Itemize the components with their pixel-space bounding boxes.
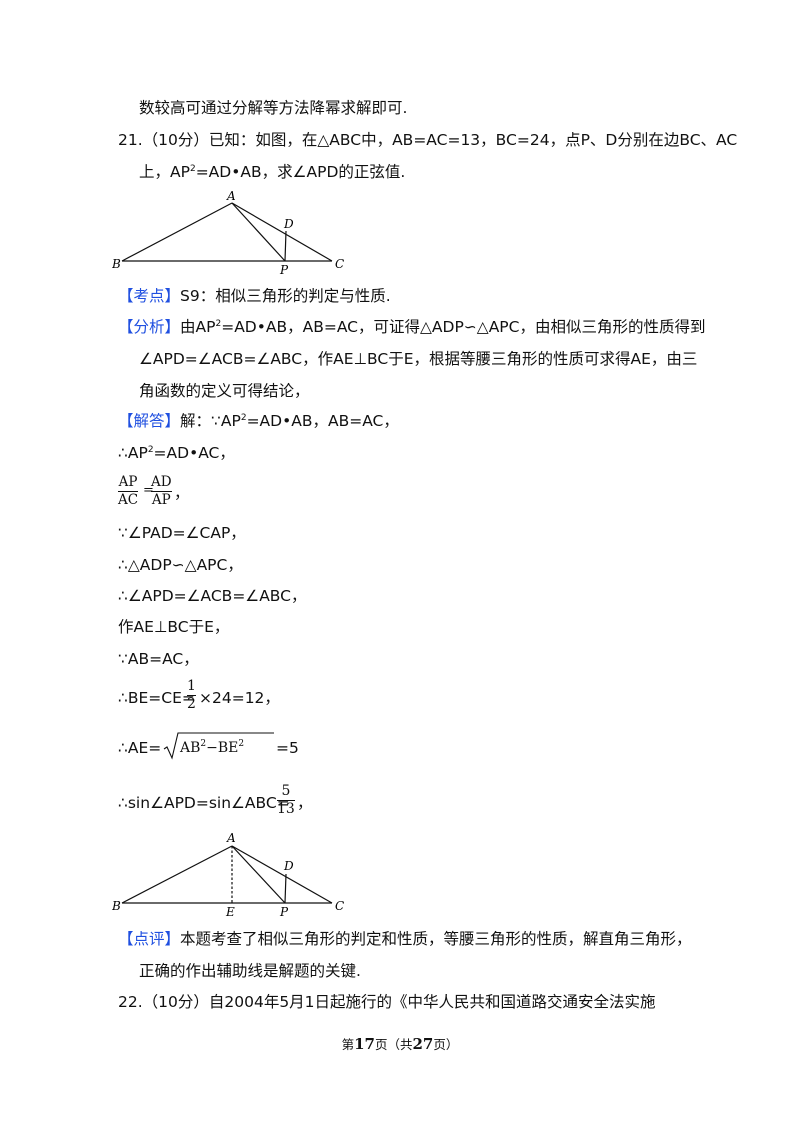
kaodian-line: 【考点】S9：相似三角形的判定与性质. (118, 287, 391, 305)
radical-sign (163, 732, 274, 760)
step-4: ∴△ADP∽△APC， (118, 556, 243, 574)
triangle-figure-2: A B C D E P (112, 831, 344, 919)
question-21-line-2: 上，AP2=AD•AB，求∠APD的正弦值. (139, 163, 406, 181)
question-21-line-1: 21.（10分）已知：如图，在△ABC中，AB=AC=13，BC=24，点P、D… (118, 131, 738, 149)
label-b: B (112, 899, 121, 913)
current-page: 17 (354, 1035, 375, 1053)
segment-ap (231, 845, 286, 904)
label-a: A (226, 831, 236, 845)
label-d: D (283, 859, 294, 873)
segment-pd (284, 230, 287, 262)
step-8-post: ×24=12， (199, 689, 280, 707)
label-p: P (279, 905, 289, 919)
step-8-pre: ∴BE=CE= (118, 689, 195, 707)
fenxi-line-2: ∠APD=∠ACB=∠ABC，作AE⊥BC于E，根据等腰三角形的性质可求得AE，… (139, 350, 698, 368)
fenxi-line-3: 角函数的定义可得结论， (139, 382, 310, 400)
step-7: ∵AB=AC， (118, 650, 199, 668)
comma: ， (174, 484, 190, 502)
equals-sign: = (143, 483, 154, 498)
segment-ap (231, 202, 286, 262)
step-10-post: ， (297, 794, 313, 812)
label-a: A (226, 189, 236, 203)
dianping-tag: 【点评】 (118, 930, 181, 948)
label-p: P (279, 263, 289, 277)
segment-ac (231, 202, 333, 262)
triangle-figure-1: A B C D P (112, 189, 344, 277)
total-pages: 27 (412, 1035, 434, 1053)
segment-ac (231, 845, 333, 904)
question-22-line: 22.（10分）自2004年5月1日起施行的《中华人民共和国道路交通安全法实施 (118, 993, 656, 1011)
step-10-pre: ∴sin∠APD=sin∠ABC= (118, 794, 290, 812)
step-6: 作AE⊥BC于E， (118, 618, 230, 636)
page-footer: 第17页（共27页） (341, 1035, 459, 1053)
label-d: D (283, 217, 294, 231)
fenxi-tag: 【分析】 (118, 318, 181, 336)
fenxi-line-1: 【分析】由AP2=AD•AB，AB=AC，可证得△ADP∽△APC，由相似三角形… (118, 318, 706, 336)
segment-ab (121, 202, 233, 262)
dianping-line-2: 正确的作出辅助线是解题的关键. (139, 962, 361, 980)
step-1: ∴AP2=AD•AC， (118, 444, 235, 462)
label-c: C (335, 257, 344, 271)
segment-pd (284, 873, 287, 904)
sqrt-content: AB2−BE2 (180, 739, 245, 757)
step-5: ∴∠APD=∠ACB=∠ABC， (118, 587, 307, 605)
step-3: ∵∠PAD=∠CAP， (118, 524, 246, 542)
label-e: E (225, 905, 235, 919)
step-9-post: =5 (276, 739, 299, 757)
step-9-pre: ∴AE= (118, 739, 162, 757)
label-c: C (335, 899, 344, 913)
label-b: B (112, 257, 121, 271)
text-line: 数较高可通过分解等方法降幂求解即可. (139, 99, 408, 117)
jieda-tag: 【解答】 (118, 412, 181, 430)
dianping-line-1: 【点评】本题考查了相似三角形的判定和性质，等腰三角形的性质，解直角三角形， (118, 930, 692, 948)
segment-ab (121, 845, 233, 904)
jieda-line: 【解答】解：∵AP2=AD•AB，AB=AC， (118, 412, 399, 430)
kaodian-tag: 【考点】 (118, 287, 181, 305)
